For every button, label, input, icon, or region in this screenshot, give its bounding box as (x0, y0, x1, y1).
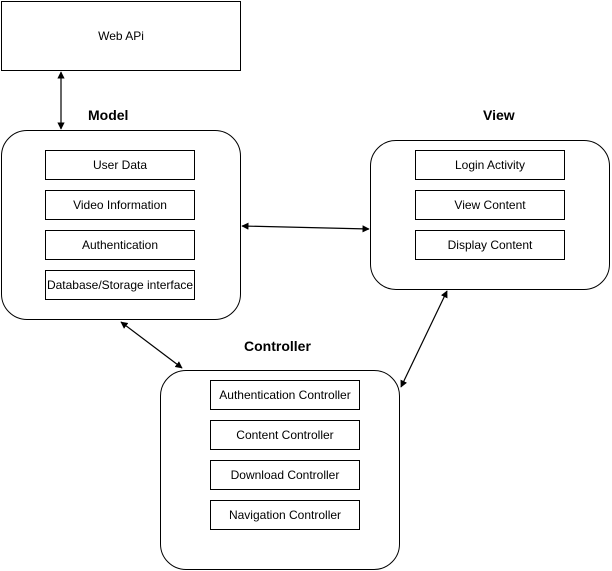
connector-model-controller (120, 321, 183, 369)
controller-item-content-controller: Content Controller (210, 420, 360, 450)
web-api-box: Web APi (1, 1, 241, 71)
controller-item-navigation-controller: Navigation Controller (210, 500, 360, 530)
controller-item-download-controller: Download Controller (210, 460, 360, 490)
connector-model-view (241, 222, 370, 233)
model-item-database-storage-interface: Database/Storage interface (45, 270, 195, 300)
model-item-video-information: Video Information (45, 190, 195, 220)
view-item-login-activity: Login Activity (415, 150, 565, 180)
view-item-display-content: Display Content (415, 230, 565, 260)
view-item-view-content: View Content (415, 190, 565, 220)
model-heading: Model (88, 107, 129, 123)
model-item-authentication: Authentication (45, 230, 195, 260)
view-heading: View (483, 107, 515, 123)
connector-view-controller (400, 290, 448, 388)
controller-item-authentication-controller: Authentication Controller (210, 380, 360, 410)
controller-heading: Controller (244, 338, 311, 354)
web-api-label: Web APi (98, 29, 144, 43)
model-item-user-data: User Data (45, 150, 195, 180)
